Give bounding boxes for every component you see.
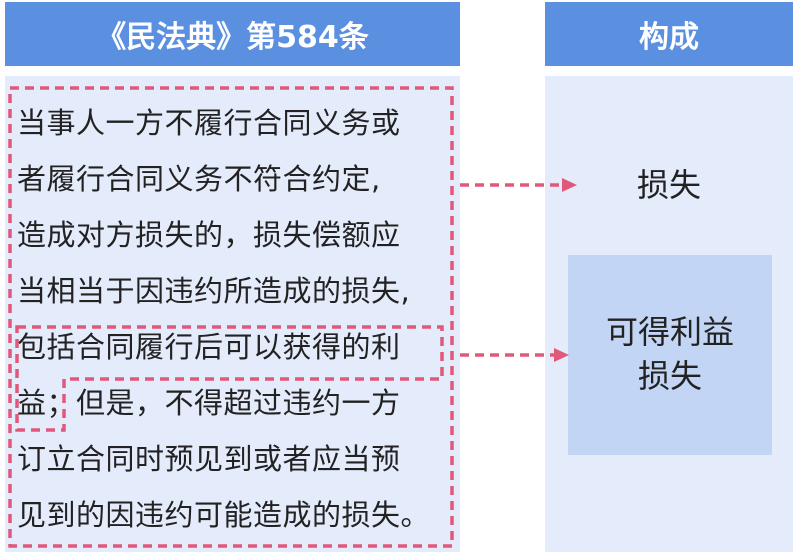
expected-profit-label-line1: 可得利益 (605, 313, 734, 351)
article-line: 当事人一方不履行合同义务或 (17, 106, 401, 140)
components-header: 构成 (545, 2, 793, 66)
expected-profit-box (568, 255, 772, 455)
expected-profit-label: 可得利益 损失 (568, 310, 772, 398)
article-line: 造成对方损失的，损失偿额应 (17, 218, 401, 252)
article-line: 包括合同履行后可以获得的利 (17, 330, 401, 364)
article-line: 当相当于因违约所造成的损失, (17, 274, 411, 308)
article-line: 订立合同时预见到或者应当预 (17, 442, 401, 476)
article-header: 《民法典》第584条 (5, 2, 460, 66)
arrow-to-loss-head (562, 178, 577, 192)
loss-label: 损失 (636, 166, 701, 204)
article-outline-dashed (8, 86, 454, 548)
article-line: 益；但是，不得超过违约一方 (17, 386, 401, 420)
article-panel (5, 76, 460, 552)
profit-clause-outline-dashed (15, 325, 444, 432)
article-line: 见到的因违约可能造成的损失。 (17, 498, 431, 532)
expected-profit-label-line2: 损失 (637, 357, 702, 395)
article-title: 《民法典》第584条 (96, 20, 369, 55)
components-title: 构成 (639, 20, 699, 55)
article-line: 者履行合同义务不符合约定, (17, 162, 381, 196)
article-text: 当事人一方不履行合同义务或 者履行合同义务不符合约定, 造成对方损失的，损失偿额… (17, 95, 447, 543)
arrow-to-profit-head (554, 348, 569, 362)
